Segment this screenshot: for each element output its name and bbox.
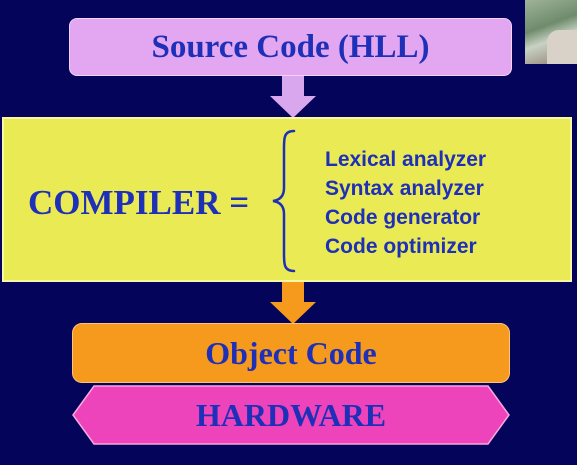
down-arrow-icon: [270, 282, 316, 324]
source-code-label: Source Code (HLL): [151, 28, 430, 65]
curly-brace-icon: [272, 129, 296, 273]
hardware-label: HARDWARE: [195, 396, 387, 433]
compiler-label: COMPILER =: [28, 183, 250, 222]
hardware-box: [72, 385, 510, 445]
stage-code-generator: Code generator: [325, 206, 481, 229]
stage-lexical-analyzer: Lexical analyzer: [325, 148, 487, 171]
stage-code-optimizer: Code optimizer: [325, 235, 477, 258]
down-arrow-icon: [270, 76, 316, 118]
object-code-box: Object Code: [72, 323, 510, 383]
source-code-box: Source Code (HLL): [69, 18, 512, 76]
webcam-thumbnail: [525, 0, 577, 64]
presenter-figure: [547, 30, 577, 64]
object-code-label: Object Code: [205, 334, 377, 371]
compiler-box: [2, 117, 572, 282]
stage-syntax-analyzer: Syntax analyzer: [325, 177, 484, 200]
